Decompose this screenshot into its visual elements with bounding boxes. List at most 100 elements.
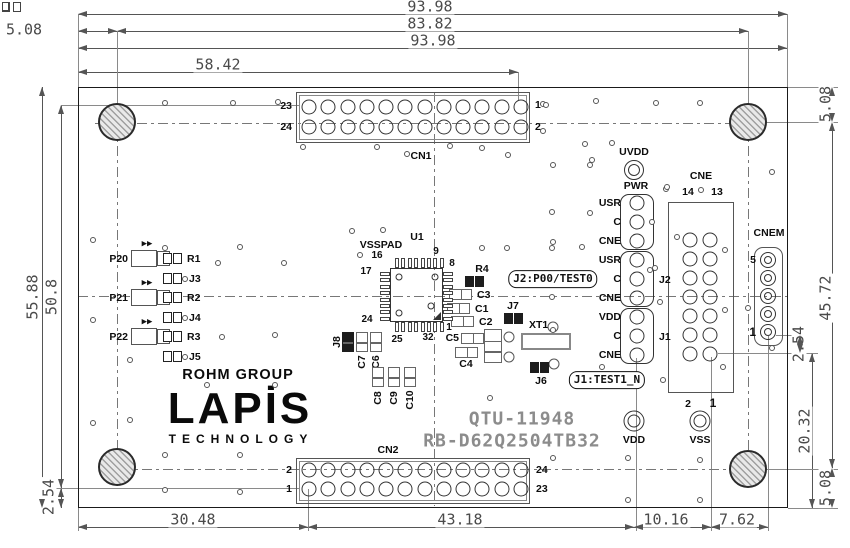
cn1-pin-number: 1	[535, 98, 541, 111]
via	[625, 455, 631, 461]
via	[90, 237, 96, 243]
led-diode-icon: ▶▶	[141, 240, 153, 248]
dim-arrow	[58, 499, 64, 508]
u1-pin-number: 25	[391, 334, 403, 345]
via	[162, 452, 168, 458]
cn2-pin	[513, 481, 529, 497]
cn2-pin	[474, 481, 490, 497]
cn1-pin	[359, 99, 375, 115]
header-pin	[629, 309, 645, 325]
via	[769, 345, 775, 351]
via	[625, 497, 631, 503]
cn2-pin	[320, 481, 336, 497]
resistor-label: R1	[187, 252, 201, 265]
via	[593, 98, 599, 104]
cn2-pin	[359, 462, 375, 478]
connector-cn2	[296, 458, 530, 504]
c1-component	[447, 303, 470, 314]
extension-line	[117, 31, 118, 104]
dim-arrow	[117, 28, 126, 34]
dim-arrow	[625, 524, 634, 530]
cne-pin-number: 2	[685, 397, 691, 410]
dim-arrow	[829, 113, 835, 122]
resistor-label: R3	[187, 330, 201, 343]
via	[504, 245, 510, 251]
cne-pin	[702, 232, 718, 248]
cn2-pin	[417, 481, 433, 497]
u1-pin	[443, 304, 453, 308]
via	[380, 227, 386, 233]
led-pad	[13, 2, 21, 12]
connector-cnem	[754, 247, 783, 346]
dim-arrow	[58, 479, 64, 488]
mounting-hole-top-left	[98, 103, 136, 141]
cne-pin-number: 1	[709, 396, 717, 410]
centerline	[95, 123, 735, 124]
cnem-pin	[760, 288, 776, 304]
centerline	[434, 92, 435, 506]
via	[127, 357, 133, 363]
dim-arrow	[634, 524, 643, 530]
cne-pin	[702, 251, 718, 267]
via	[722, 247, 728, 253]
dim-arrow	[809, 499, 815, 508]
via	[540, 128, 546, 134]
c5-component	[461, 333, 484, 344]
u1-inner-mark	[395, 309, 403, 317]
via	[660, 377, 666, 383]
port-label: P22	[109, 330, 128, 343]
via	[237, 452, 243, 458]
c2-component	[451, 316, 474, 327]
cn2-pin	[436, 481, 452, 497]
via	[162, 245, 168, 251]
u1-pin	[380, 278, 390, 283]
via	[374, 144, 380, 150]
cap-component	[356, 332, 368, 352]
dim-arrow	[829, 122, 835, 131]
via	[237, 244, 243, 250]
extension-line	[787, 14, 788, 87]
xt1-pad-circle	[503, 331, 515, 343]
extension-line	[766, 122, 838, 123]
cn2-pin	[301, 462, 317, 478]
cn1-label: CN1	[410, 149, 432, 162]
dimension-line	[308, 527, 634, 528]
extension-line	[788, 87, 838, 88]
via	[657, 299, 663, 305]
dimension-value: 45.72	[816, 273, 835, 323]
dim-arrow	[829, 87, 835, 96]
dim-arrow	[759, 524, 768, 530]
extension-line	[308, 489, 309, 531]
via	[609, 140, 615, 146]
via	[90, 420, 96, 426]
dimension-value: 50.8	[42, 276, 61, 318]
jumper-component	[163, 312, 182, 323]
cne-pin	[682, 289, 698, 305]
dimension-line	[78, 31, 117, 32]
via	[664, 184, 670, 190]
via	[357, 252, 363, 258]
u1-ic-body	[390, 268, 443, 322]
cn2-pin	[378, 462, 394, 478]
via	[447, 143, 453, 149]
resistor-component	[163, 253, 182, 264]
uvdd-label: UVDD	[619, 145, 649, 158]
header-pin	[629, 233, 645, 249]
via	[479, 145, 485, 151]
jumper-component	[163, 273, 182, 284]
u1-pin	[443, 316, 453, 321]
cne-pin	[682, 251, 698, 267]
led-component	[131, 289, 157, 306]
u1-pin	[380, 316, 390, 321]
lapis-logo-text: LAPİS	[167, 384, 313, 433]
dimension-line	[78, 48, 787, 49]
dimension-value: 58.42	[193, 55, 243, 74]
led-diode-icon: ▶▶	[141, 318, 153, 326]
cn2-pin	[417, 462, 433, 478]
u1-pin-number: 32	[422, 332, 434, 343]
j8-component	[342, 332, 354, 352]
extension-line	[768, 336, 769, 531]
cn1-pin	[340, 99, 356, 115]
dimension-line	[634, 527, 711, 528]
